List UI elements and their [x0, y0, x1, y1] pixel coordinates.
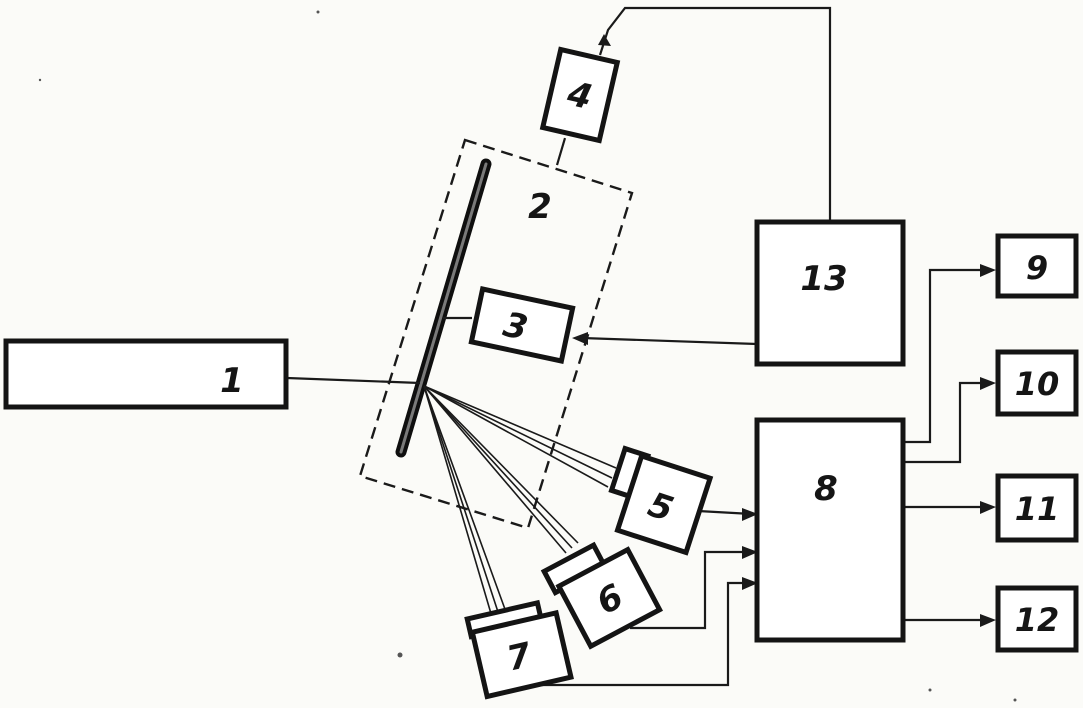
- block-10-label: 10: [1015, 365, 1060, 403]
- block-6: 6: [540, 541, 664, 650]
- arrow-to-11: [980, 501, 996, 514]
- arrow-to-10: [980, 377, 996, 390]
- block-13: 13: [754, 219, 906, 367]
- arrow-7-8: [742, 577, 758, 590]
- block-5: 5: [608, 445, 714, 556]
- speck: [316, 10, 320, 14]
- arrow-to-9: [980, 264, 996, 277]
- block-4: 4: [539, 46, 621, 144]
- link-4-enclosure: [555, 137, 567, 166]
- arrow-5-8: [742, 508, 758, 521]
- arrow-to-12: [980, 614, 996, 627]
- block-13-label: 13: [800, 259, 847, 299]
- link-8-10: [904, 381, 988, 464]
- link-1-plate: [286, 376, 421, 385]
- speck: [397, 652, 403, 658]
- link-13-4: [598, 6, 832, 222]
- block-11: 11: [995, 473, 1079, 543]
- block-12: 12: [995, 585, 1079, 653]
- arrow-to-4: [598, 34, 611, 46]
- block-10: 10: [995, 349, 1079, 417]
- link-8-9: [904, 268, 988, 444]
- speck: [1013, 698, 1017, 702]
- arrow-6-8: [742, 546, 758, 559]
- enclosure-2: [358, 138, 634, 530]
- block-9: 9: [995, 233, 1079, 299]
- enclosure-2-label: 2: [528, 187, 552, 227]
- block-11-label: 11: [1015, 490, 1060, 528]
- link-7-8: [522, 581, 752, 687]
- speck: [928, 688, 932, 692]
- block-8-label: 8: [814, 469, 838, 509]
- link-13-3: [581, 336, 758, 346]
- block-9-label: 9: [1026, 249, 1048, 287]
- reflector-plate-highlight: [399, 162, 488, 454]
- speck: [38, 78, 42, 82]
- beams: [423, 385, 617, 618]
- block-12-label: 12: [1015, 601, 1060, 639]
- block-8: 8: [754, 417, 906, 643]
- block-1: 1: [3, 338, 289, 410]
- arrow-to-3: [572, 332, 588, 345]
- link-6-8: [630, 550, 752, 630]
- block-1-label: 1: [220, 361, 244, 401]
- block-3: 3: [468, 286, 576, 364]
- block-7: 7: [464, 599, 574, 700]
